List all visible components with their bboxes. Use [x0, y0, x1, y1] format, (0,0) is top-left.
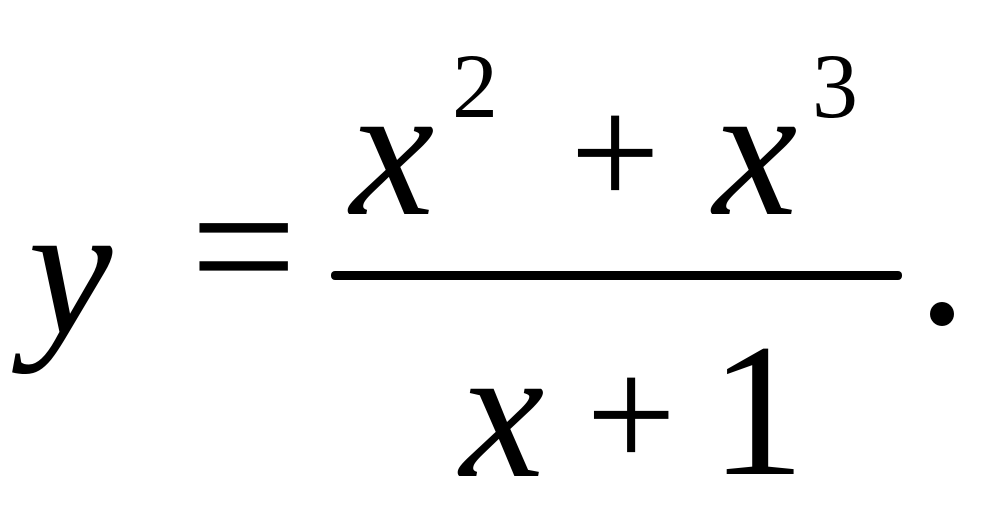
fraction-bar [331, 271, 902, 280]
numerator-plus-sign: + [570, 63, 661, 241]
lhs-variable-y: y [28, 165, 113, 375]
denominator-constant-1: 1 [710, 306, 805, 508]
denominator-x-term: x [460, 308, 545, 508]
denominator-plus-sign: + [586, 325, 677, 503]
period-dot [930, 302, 954, 326]
numerator-x-term-1: x [350, 46, 435, 256]
numerator-x-term-2: x [713, 46, 798, 256]
equals-sign: = [190, 142, 298, 352]
numerator-exponent-2: 2 [452, 35, 498, 137]
numerator-exponent-3: 3 [812, 35, 858, 137]
